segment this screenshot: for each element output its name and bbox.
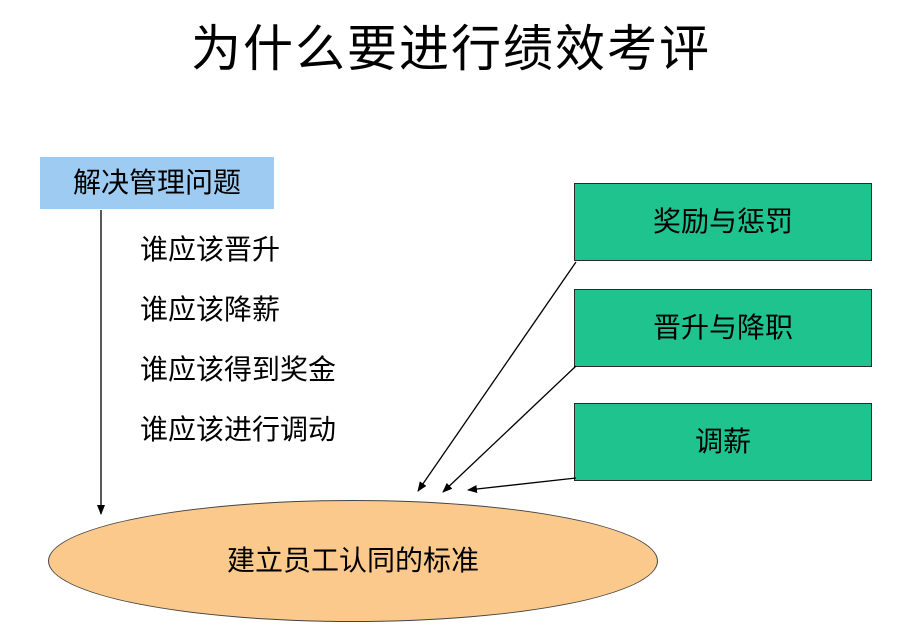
question-item: 谁应该晋升 bbox=[140, 233, 281, 266]
standard-ellipse bbox=[48, 500, 658, 622]
question-item: 谁应该得到奖金 bbox=[140, 353, 337, 386]
page-title: 为什么要进行绩效考评 bbox=[191, 20, 711, 78]
action-box-reward-punish: 奖励与惩罚 bbox=[574, 183, 872, 261]
question-item: 谁应该降薪 bbox=[140, 293, 281, 326]
action-box-promote-demote: 晋升与降职 bbox=[574, 289, 872, 367]
standard-label: 建立员工认同的标准 bbox=[226, 544, 479, 577]
arrow-promote-to-standard bbox=[442, 365, 577, 493]
problem-box: 解决管理问题 bbox=[40, 157, 274, 209]
arrow-salary-to-standard bbox=[467, 477, 577, 493]
action-box-salary-adjust: 调薪 bbox=[574, 403, 872, 481]
arrow-reward-to-standard bbox=[417, 261, 577, 492]
question-item: 谁应该进行调动 bbox=[140, 413, 337, 446]
